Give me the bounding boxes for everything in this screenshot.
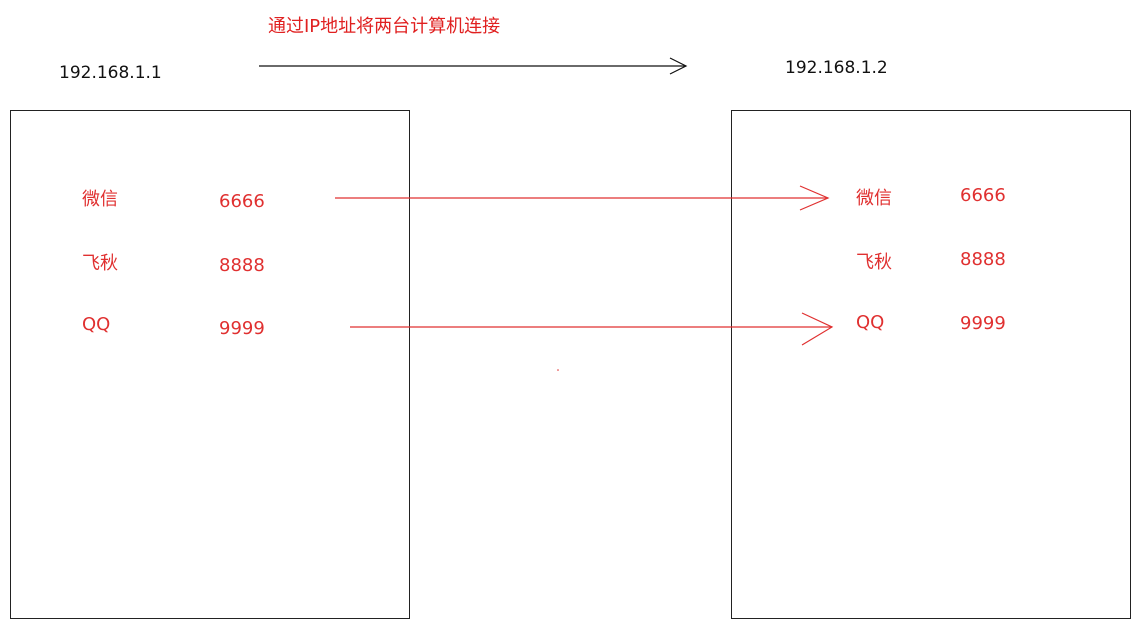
- app-name-feiqiu: 飞秋: [856, 252, 892, 273]
- ip-connection-arrow: [259, 57, 688, 75]
- app-port-feiqiu: 8888: [219, 255, 265, 276]
- app-port-wechat: 6666: [960, 185, 1006, 206]
- app-name-qq: QQ: [856, 312, 885, 333]
- app-port-qq: 9999: [960, 313, 1006, 334]
- host-right-box: 微信 6666 飞秋 8888 QQ 9999: [731, 110, 1131, 619]
- stray-dot: [557, 369, 559, 371]
- app-name-qq: QQ: [82, 314, 111, 335]
- host-left-box: 微信 6666 飞秋 8888 QQ 9999: [10, 110, 410, 619]
- app-name-wechat: 微信: [856, 188, 892, 209]
- app-port-wechat: 6666: [219, 191, 265, 212]
- host-right-ip: 192.168.1.2: [785, 58, 888, 78]
- app-port-qq: 9999: [219, 318, 265, 339]
- app-name-feiqiu: 飞秋: [82, 253, 118, 274]
- host-left-ip: 192.168.1.1: [59, 63, 162, 83]
- app-port-feiqiu: 8888: [960, 249, 1006, 270]
- diagram-title: 通过IP地址将两台计算机连接: [268, 16, 501, 37]
- app-name-wechat: 微信: [82, 189, 118, 210]
